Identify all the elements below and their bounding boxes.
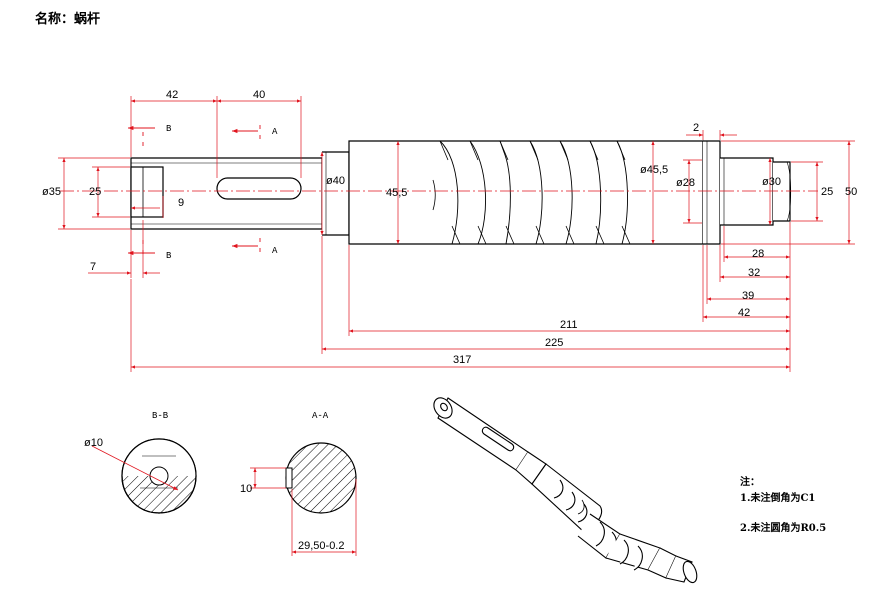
dim-42-bottom: 42 <box>738 307 750 319</box>
section-bb-title: B-B <box>152 411 169 421</box>
dim-d30: ø30 <box>762 176 781 188</box>
note-line-2: 2.未注圆角为R0.5 <box>740 521 826 534</box>
dimension-texts: 42 40 2 ø35 25 9 7 ø40 45,5 ø45,5 ø28 ø3… <box>42 89 857 366</box>
dim-d40: ø40 <box>326 175 345 187</box>
section-b-label-bottom: B <box>166 251 172 261</box>
dim-key-depth: 10 <box>240 483 252 495</box>
dim-40-top: 40 <box>253 89 265 101</box>
dim-key-width: 29,50-0.2 <box>298 540 344 552</box>
dim-50: 50 <box>845 186 857 198</box>
dim-25-left: 25 <box>89 186 101 198</box>
dim-9: 9 <box>178 197 184 209</box>
isometric-shaft-sketch <box>433 397 698 584</box>
dim-45-5-mid: 45,5 <box>386 187 407 199</box>
section-a-label-bottom: A <box>272 246 278 256</box>
section-a-label-top: A <box>272 127 278 137</box>
section-b-label-top: B <box>166 124 172 134</box>
dim-32: 32 <box>748 267 760 279</box>
shaft-outline <box>130 140 792 245</box>
section-cut-marks <box>128 125 261 256</box>
dim-28: 28 <box>752 248 764 260</box>
dim-hole-d10: ø10 <box>84 437 103 449</box>
dim-2: 2 <box>693 122 699 134</box>
dim-42-top: 42 <box>166 89 178 101</box>
dim-39: 39 <box>742 290 754 302</box>
section-aa-view <box>250 442 357 556</box>
dim-211: 211 <box>560 319 578 331</box>
notes-heading: 注： <box>740 475 760 488</box>
drawing-title: 名称：蜗杆 <box>35 11 100 27</box>
dim-d45-5: ø45,5 <box>640 164 668 176</box>
section-bb-view <box>91 438 197 514</box>
technical-notes: 注： 1.未注倒角为C1 2.未注圆角为R0.5 <box>740 475 826 534</box>
section-aa-title: A-A <box>312 411 329 421</box>
dim-225: 225 <box>545 337 563 349</box>
dim-d28: ø28 <box>676 177 695 189</box>
dim-d35: ø35 <box>42 186 61 198</box>
dim-317: 317 <box>453 354 471 366</box>
note-line-1: 1.未注倒角为C1 <box>740 491 815 504</box>
dim-25-right: 25 <box>821 186 833 198</box>
dimension-lines <box>58 96 855 372</box>
dim-7: 7 <box>90 261 96 273</box>
